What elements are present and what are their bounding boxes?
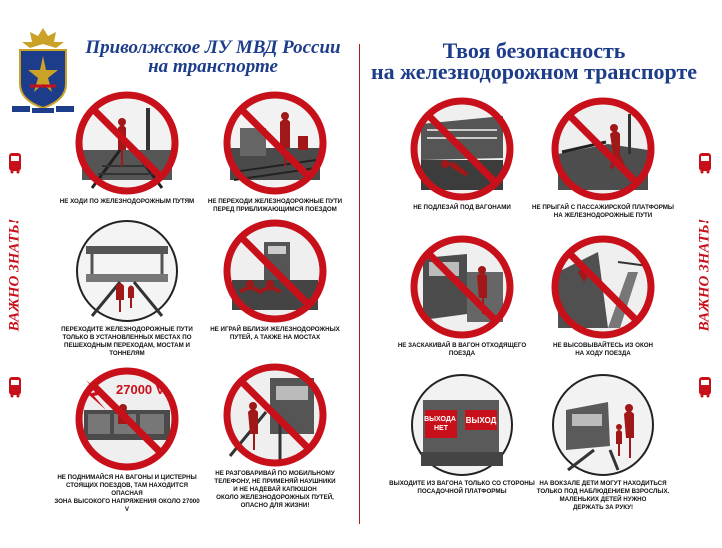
panel-no-phone-near-tracks: НЕ РАЗГОВАРИВАЙ ПО МОБИЛЬНОМУ ТЕЛЕФОНУ, … (200, 360, 350, 510)
door-label-no-exit: ВЫХОДА НЕТ (424, 416, 458, 432)
panel-no-jumping-from-platform: НЕ ПРЫГАЙ С ПАССАЖИРСКОЙ ПЛАТФОРМЫ НА ЖЕ… (528, 94, 678, 244)
prohibition-sign-icon (75, 91, 179, 195)
train-icon (9, 153, 21, 174)
panel-no-walking-on-tracks: НЕ ХОДИ ПО ЖЕЛЕЗНОДОРОЖНЫМ ПУТЯМ (52, 88, 202, 238)
door-label-no-exit-line1: ВЫХОДА (424, 416, 456, 423)
train-exit-illustration-icon: ВЫХОДА НЕТ ВЫХОД (411, 374, 513, 476)
side-banner-right: ВАЖНО ЗНАТЬ! (692, 150, 718, 400)
prohibition-sign-icon: 27000 V (75, 367, 179, 471)
panel-high-voltage-warning: 27000 V НЕ ПОДНИМАЙСЯ НА ВАГОНЫ И ЦИСТЕР… (52, 364, 202, 514)
prohibition-sign-icon (410, 235, 514, 339)
train-icon (9, 377, 21, 398)
prohibition-sign-icon (551, 97, 655, 201)
panel-caption: НЕ РАЗГОВАРИВАЙ ПО МОБИЛЬНОМУ ТЕЛЕФОНУ, … (214, 470, 336, 509)
panel-use-designated-crossings: ПЕРЕХОДИТЕ ЖЕЛЕЗНОДОРОЖНЫЕ ПУТИ ТОЛЬКО В… (52, 216, 202, 366)
panel-no-crossing-before-train: НЕ ПЕРЕХОДИ ЖЕЛЕЗНОДОРОЖНЫЕ ПУТИ ПЕРЕД П… (200, 88, 350, 238)
train-icon (699, 153, 711, 174)
right-title-line1: Твоя безопасность (442, 38, 626, 63)
right-title: Твоя безопасность на железнодорожном тра… (368, 38, 700, 84)
prohibition-sign-icon (223, 363, 327, 467)
panel-caption: НЕ ПОДЛЕЗАЙ ПОД ВАГОНАМИ (413, 204, 511, 211)
voltage-badge: 27000 V (116, 382, 165, 397)
panel-caption: НЕ ВЫСОВЫВАЙТЕСЬ ИЗ ОКОН НА ХОДУ ПОЕЗДА (552, 342, 654, 357)
panel-caption: НЕ ПОДНИМАЙСЯ НА ВАГОНЫ И ЦИСТЕРНЫ СТОЯЩ… (54, 474, 200, 513)
center-divider (359, 44, 360, 524)
prohibition-sign-icon (223, 91, 327, 195)
panel-no-jumping-into-departing-train: НЕ ЗАСКАКИВАЙ В ВАГОН ОТХОДЯЩЕГО ПОЕЗДА (387, 232, 537, 382)
door-label-exit: ВЫХОД (466, 416, 497, 425)
prohibition-sign-icon (551, 235, 655, 339)
left-title: Приволжское ЛУ МВД России на транспорте (78, 38, 348, 76)
panel-caption: ВЫХОДИТЕ ИЗ ВАГОНА ТОЛЬКО СО СТОРОНЫ ПОС… (389, 480, 535, 495)
train-icon (699, 377, 711, 398)
panel-caption: НЕ ПЕРЕХОДИ ЖЕЛЕЗНОДОРОЖНЫЕ ПУТИ ПЕРЕД П… (207, 198, 343, 213)
panel-caption: НЕ ИГРАЙ ВБЛИЗИ ЖЕЛЕЗНОДОРОЖНЫХ ПУТЕЙ, А… (210, 326, 340, 341)
side-banner-left: ВАЖНО ЗНАТЬ! (2, 150, 28, 400)
panel-caption: НЕ ЗАСКАКИВАЙ В ВАГОН ОТХОДЯЩЕГО ПОЕЗДА (397, 342, 527, 357)
right-title-line2: на железнодорожном транспорте (370, 59, 698, 84)
station-family-illustration-icon (552, 374, 654, 476)
side-banner-left-text: ВАЖНО ЗНАТЬ! (6, 218, 23, 332)
panel-children-supervision: НА ВОКЗАЛЕ ДЕТИ МОГУТ НАХОДИТЬСЯ ТОЛЬКО … (528, 370, 678, 520)
panel-no-playing-near-tracks: НЕ ИГРАЙ ВБЛИЗИ ЖЕЛЕЗНОДОРОЖНЫХ ПУТЕЙ, А… (200, 216, 350, 366)
prohibition-sign-icon (223, 219, 327, 323)
left-title-line1: Приволжское ЛУ МВД России (85, 37, 341, 58)
panel-exit-to-platform-side: ВЫХОДА НЕТ ВЫХОД ВЫХОДИТЕ ИЗ ВАГОНА ТОЛЬ… (387, 370, 537, 520)
prohibition-sign-icon (410, 97, 514, 201)
crossing-illustration-icon (76, 220, 178, 322)
left-title-line2: на транспорте (148, 56, 278, 77)
panel-no-leaning-out-windows: НЕ ВЫСОВЫВАЙТЕСЬ ИЗ ОКОН НА ХОДУ ПОЕЗДА (528, 232, 678, 382)
door-label-no-exit-line2: НЕТ (434, 425, 449, 432)
panel-no-crawling-under-cars: НЕ ПОДЛЕЗАЙ ПОД ВАГОНАМИ (387, 94, 537, 244)
police-emblem-icon (12, 28, 74, 113)
panel-caption: НЕ ПРЫГАЙ С ПАССАЖИРСКОЙ ПЛАТФОРМЫ НА ЖЕ… (532, 204, 674, 219)
panel-caption: НА ВОКЗАЛЕ ДЕТИ МОГУТ НАХОДИТЬСЯ ТОЛЬКО … (536, 480, 670, 511)
side-banner-right-text: ВАЖНО ЗНАТЬ! (696, 218, 713, 332)
panel-caption: ПЕРЕХОДИТЕ ЖЕЛЕЗНОДОРОЖНЫЕ ПУТИ ТОЛЬКО В… (61, 326, 193, 357)
panel-caption: НЕ ХОДИ ПО ЖЕЛЕЗНОДОРОЖНЫМ ПУТЯМ (59, 198, 195, 205)
